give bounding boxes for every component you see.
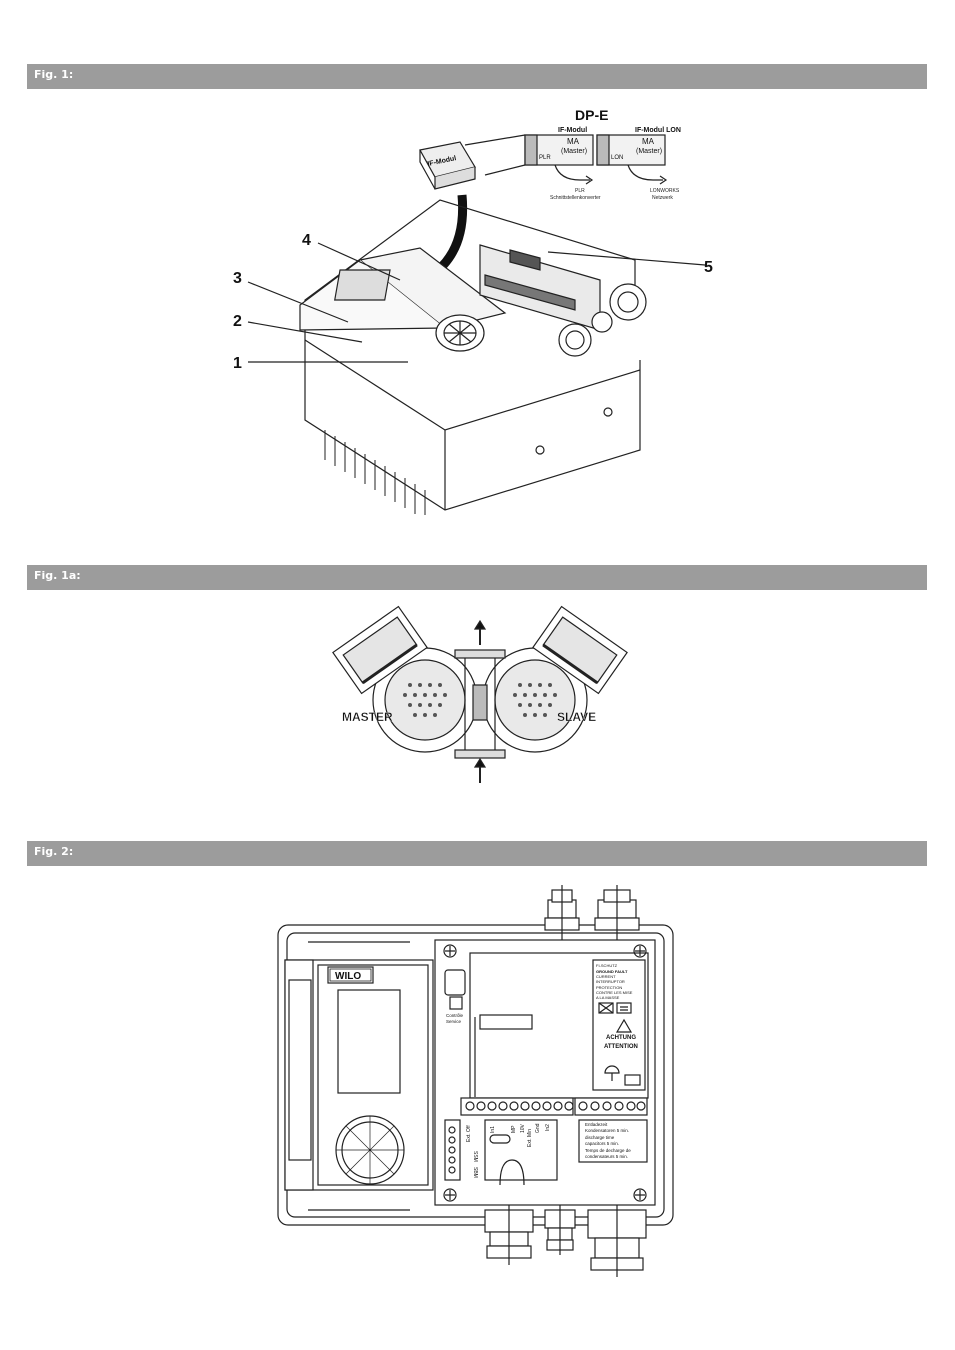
fig2-brand-logo: WILO	[335, 971, 361, 982]
fig1-caption-bar: Fig. 1:	[27, 64, 927, 89]
fig1-pump-diagram: DP-E IF-Modul MA (Master) PLR IF-Modul L…	[233, 107, 713, 515]
fig2-terminal-box-diagram: WILO Contrôle Service FI-SCHUTZ GROUND F…	[277, 885, 674, 1277]
fig2-service-label-1: Contrôle	[446, 1013, 464, 1018]
fig2-warning-line1: FI-SCHUTZ	[596, 963, 618, 968]
fig2-service-label-2: Service	[446, 1019, 462, 1024]
fig2-warning-line4: INTERRUPTOR	[596, 979, 625, 984]
fig2-discharge-line6: condensateurs 5 min.	[585, 1154, 628, 1159]
fig1-target-right-2: Netzwerk	[652, 195, 673, 201]
fig2-attention: ATTENTION	[604, 1044, 638, 1050]
fig1-module-right-port: LON	[611, 155, 623, 161]
fig1a-master-label: MASTER	[342, 710, 393, 724]
fig1-module-right-title: IF-Modul LON	[635, 127, 681, 134]
fig2-terminal-1: Ext. Off	[466, 1125, 472, 1142]
fig1-module-left-master: (Master)	[561, 148, 587, 155]
fig2-discharge-line3: discharge time	[585, 1135, 615, 1140]
fig2-discharge-line5: Temps de decharge de	[585, 1148, 631, 1153]
fig2-warning-line6: CONTRE LES MISE	[596, 990, 633, 995]
fig1-module-right-master: (Master)	[636, 148, 662, 155]
fig1-caption: Fig. 1:	[34, 68, 74, 81]
fig1-callout-5: 5	[704, 259, 713, 276]
fig1-callout-3: 3	[233, 270, 242, 287]
fig2-achtung: ACHTUNG	[606, 1035, 636, 1041]
fig2-caption-bar: Fig. 2:	[27, 841, 927, 866]
fig2-warning-line2: GROUND FAULT	[596, 969, 628, 974]
fig1-module-left-ma: MA	[567, 137, 580, 146]
fig1-diagram-title: DP-E	[575, 107, 608, 123]
fig1-module-left-port: PLR	[539, 155, 551, 161]
fig2-warning-line5: PROTECTION	[596, 985, 622, 990]
fig1a-twin-pump-diagram: MASTER SLAVE	[332, 605, 628, 783]
fig2-terminal-8: SSM	[472, 1151, 478, 1162]
fig2-caption: Fig. 2:	[34, 845, 74, 858]
fig1-module-left-title: IF-Modul	[558, 127, 587, 134]
fig1-target-left-1: PLR	[575, 188, 585, 194]
fig1-callout-2: 2	[233, 313, 242, 330]
fig2-terminal-9: SBM	[472, 1167, 478, 1178]
fig1a-caption-bar: Fig. 1a:	[27, 565, 927, 590]
fig2-discharge-line4: capacitors 5 min.	[585, 1141, 619, 1146]
fig2-warning-line7: A LA MASSE	[596, 995, 620, 1000]
fig1a-slave-label: SLAVE	[557, 710, 596, 724]
fig1-target-right-1: LONWORKS	[650, 188, 680, 194]
fig2-terminal-7: 10V	[520, 1123, 526, 1133]
fig1-module-right-ma: MA	[642, 137, 655, 146]
fig2-discharge-line2: Kondensatoren 5 min.	[585, 1128, 629, 1133]
fig2-terminal-4: In2	[545, 1124, 551, 1131]
fig1-target-left-2: Schnittstellenkonverter	[550, 195, 601, 201]
fig2-terminal-6: Ext. Min	[527, 1129, 533, 1147]
fig2-terminal-3: In1	[490, 1126, 496, 1133]
fig1-callout-1: 1	[233, 355, 242, 372]
fig2-discharge-line1: Entladezeit	[585, 1122, 608, 1127]
fig2-terminal-2: MP	[511, 1125, 517, 1133]
fig2-terminal-5: Gnd	[535, 1123, 541, 1133]
fig1a-caption: Fig. 1a:	[34, 569, 81, 582]
fig2-warning-line3: CURRENT	[596, 974, 616, 979]
fig1-callout-4: 4	[302, 232, 311, 249]
